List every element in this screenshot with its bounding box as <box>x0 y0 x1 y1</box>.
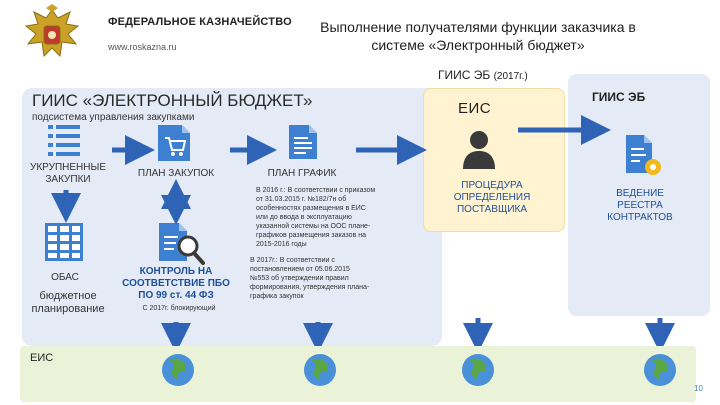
eis-header-year: (2017г.) <box>493 71 528 82</box>
note-2017: В 2017г.: В соответствии с постановление… <box>250 256 400 301</box>
purchase-plan-label: ПЛАН ЗАКУПОК <box>137 168 215 179</box>
control-line1: КОНТРОЛЬ НА <box>139 266 213 277</box>
document-icon <box>289 125 317 159</box>
eis-panel <box>423 88 565 232</box>
eis-header-name: ГИИС ЭБ <box>438 68 491 82</box>
globe-icon <box>462 354 494 386</box>
control-line3: ПО 99 ст. 44 ФЗ <box>138 290 214 301</box>
note-2016-line: графиков размещения заказов на <box>256 232 366 239</box>
main-title: ГИИС «ЭЛЕКТРОННЫЙ БЮДЖЕТ» <box>32 91 313 110</box>
note-2016-line: особенностях размещения в ЕИС <box>256 205 366 212</box>
giis-eb-panel <box>568 74 710 316</box>
control-label: КОНТРОЛЬ НА СООТВЕТСТВИЕ ПБО ПО 99 ст. 4… <box>116 266 236 302</box>
list-icon <box>48 125 80 156</box>
slide-title-line1: Выполнение получателями функции заказчик… <box>320 19 636 35</box>
eis-label: ЕИС <box>458 100 492 117</box>
eb-label: ГИИС ЭБ <box>592 90 646 104</box>
electronic-budget-panel <box>22 88 442 346</box>
procedure-line2: ОПРЕДЕЛЕНИЯ <box>453 192 531 203</box>
budget-planning-label: бюджетное планирование <box>26 290 110 316</box>
note-2016-line: указанной системы на ООС плане- <box>256 223 371 230</box>
note-2016-line: В 2016 г.: В соответствии с приказом <box>256 187 376 194</box>
globe-icon <box>644 354 676 386</box>
procedure-line3: ПОСТАВЩИКА <box>456 204 528 215</box>
note-2017-line: формирования, утверждения плана- <box>250 284 370 291</box>
org-url: www.roskazna.ru <box>108 42 177 52</box>
slide-title-line2: системе «Электронный бюджет» <box>371 37 585 53</box>
table-icon <box>45 223 83 261</box>
document-search-icon <box>159 223 205 265</box>
schedule-plan-label: ПЛАН ГРАФИК <box>267 168 337 179</box>
registry-line1: ВЕДЕНИЕ <box>616 188 664 199</box>
registry-line2: РЕЕСТРА <box>617 200 663 211</box>
globe-icon <box>304 354 336 386</box>
small-purchases-label: УКРУПНЕННЫЕ ЗАКУПКИ <box>28 162 108 186</box>
eis-header: ГИИС ЭБ (2017г.) <box>438 68 528 82</box>
org-name: ФЕДЕРАЛЬНОЕ КАЗНАЧЕЙСТВО <box>108 16 292 28</box>
page-number: 10 <box>694 384 703 393</box>
note-2017-line: графика закупок <box>250 293 304 300</box>
procedure-label: ПРОЦЕДУРА ОПРЕДЕЛЕНИЯ ПОСТАВЩИКА <box>430 180 554 216</box>
registry-line3: КОНТРАКТОВ <box>607 212 673 223</box>
control-note: С 2017г. блокирующий <box>142 305 216 312</box>
note-2017-line: постановлением от 05.06.2015 <box>250 266 350 273</box>
note-2017-line: В 2017г.: В соответствии с <box>250 257 335 264</box>
procedure-line1: ПРОЦЕДУРА <box>461 180 523 191</box>
eis-bottom-band <box>20 346 696 402</box>
bottom-eis-label: ЕИС <box>30 352 54 364</box>
budget-planning-line1: бюджетное <box>39 290 97 302</box>
small-purchases-line1: УКРУПНЕННЫЕ <box>29 162 107 173</box>
cart-document-icon <box>158 125 190 161</box>
note-2017-line: №553 об утверждении правил <box>250 275 349 282</box>
obas-label: ОБАС <box>51 272 79 283</box>
treasury-emblem-icon <box>24 4 80 58</box>
document-gear-icon <box>626 135 661 175</box>
note-2016-line: или до ввода в эксплуатацию <box>256 214 352 221</box>
small-purchases-line2: ЗАКУПКИ <box>45 174 91 185</box>
note-2016-line: от 31.03.2015 г. №182/7н об <box>256 196 347 203</box>
note-2016-line: 2015-2016 годы <box>256 241 307 248</box>
registry-label: ВЕДЕНИЕ РЕЕСТРА КОНТРАКТОВ <box>592 188 688 224</box>
subtitle: подсистема управления закупками <box>32 112 195 123</box>
control-line2: СООТВЕТСТВИЕ ПБО <box>122 278 230 289</box>
budget-planning-line2: планирование <box>31 303 105 315</box>
person-icon <box>463 131 495 169</box>
slide-title: Выполнение получателями функции заказчик… <box>268 18 688 54</box>
globe-icon <box>162 354 194 386</box>
note-2016: В 2016 г.: В соответствии с приказом от … <box>256 186 406 249</box>
